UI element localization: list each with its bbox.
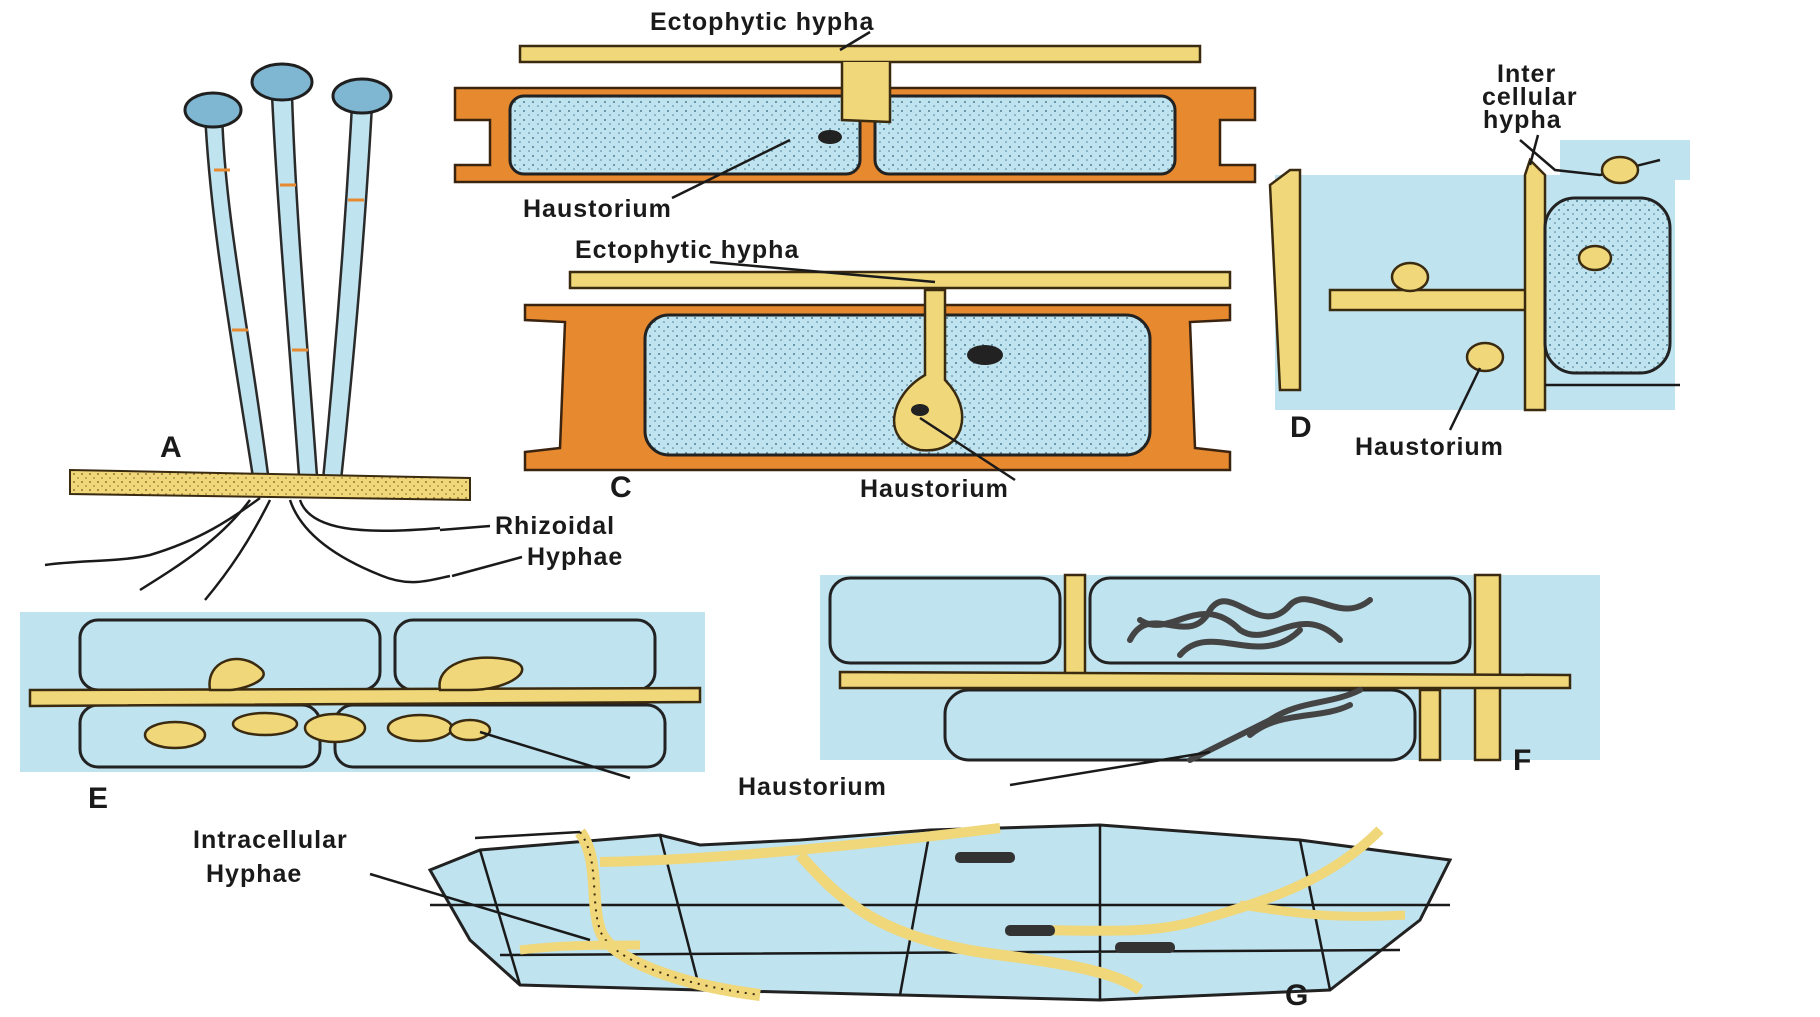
hyphae-label-a: Hyphae	[527, 543, 623, 571]
panel-e-hyphae: E	[20, 612, 705, 815]
ectophytic-hypha-label-top: Ectophytic hypha	[650, 8, 874, 36]
panel-label-g: G	[1285, 979, 1308, 1012]
intracellular-label: Intracellular	[193, 826, 348, 854]
panel-c-haustorium: Ectophytic hypha C Haustorium	[525, 236, 1230, 504]
host-cell-e-2	[395, 620, 655, 690]
sporangium-1	[185, 93, 241, 127]
panel-label-c: C	[610, 471, 632, 504]
panel-label-d: D	[1290, 411, 1312, 444]
panel-top-ectophytic-cell: Ectophytic hypha Haustorium	[455, 8, 1255, 223]
sporangium-2	[252, 64, 312, 100]
rhizoidal-label: Rhizoidal	[495, 512, 615, 540]
panel-f-haustoria: F Haustorium	[738, 575, 1600, 801]
hyphae-label-g: Hyphae	[206, 860, 302, 888]
sporangiophore-stalk-2	[272, 95, 318, 490]
haustorium-label-c: Haustorium	[860, 475, 1009, 503]
host-cell-e-4	[335, 705, 665, 767]
intercellular-hypha-d	[1525, 160, 1545, 410]
ectophytic-hypha-label-c: Ectophytic hypha	[575, 236, 799, 264]
inter-label-line3: hypha	[1483, 106, 1562, 134]
intercellular-hypha-e	[30, 688, 700, 706]
panel-g-intracellular: Intracellular Hyphae G	[193, 825, 1450, 1012]
panel-label-f: F	[1513, 744, 1531, 777]
host-cell-top-right	[875, 96, 1175, 174]
haustorium-label-d: Haustorium	[1355, 433, 1504, 461]
stolon	[70, 470, 470, 500]
panel-d-intercellular: Inter cellular hypha D Haustorium	[1270, 60, 1690, 461]
panel-label-a: A	[160, 431, 182, 464]
panel-label-e: E	[88, 782, 108, 815]
haustorium-label-top: Haustorium	[523, 195, 672, 223]
host-cell-top-left	[510, 96, 860, 174]
host-cell-d-right	[1545, 198, 1670, 373]
ectophytic-hypha-top	[520, 46, 1200, 62]
host-cell-f-lower	[945, 690, 1415, 760]
intercellular-hypha-f	[840, 672, 1570, 688]
haustorium-label-f: Haustorium	[738, 773, 887, 801]
sporangium-3	[333, 79, 391, 113]
sporangiophore-stalk-3	[322, 105, 372, 490]
